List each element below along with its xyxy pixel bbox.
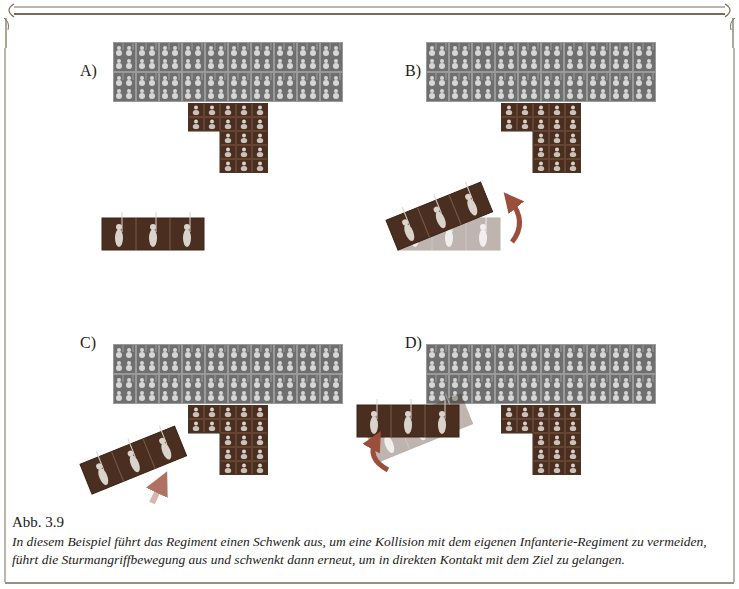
panel-letter: A) [80, 62, 97, 80]
panel-letter: B) [405, 62, 421, 80]
panel-letter: C) [80, 334, 96, 352]
figure-number: Abb. 3.9 [12, 514, 64, 531]
figure-caption: In diesem Beispiel führt das Regiment ei… [12, 533, 724, 569]
panel-letter: D) [405, 334, 422, 352]
